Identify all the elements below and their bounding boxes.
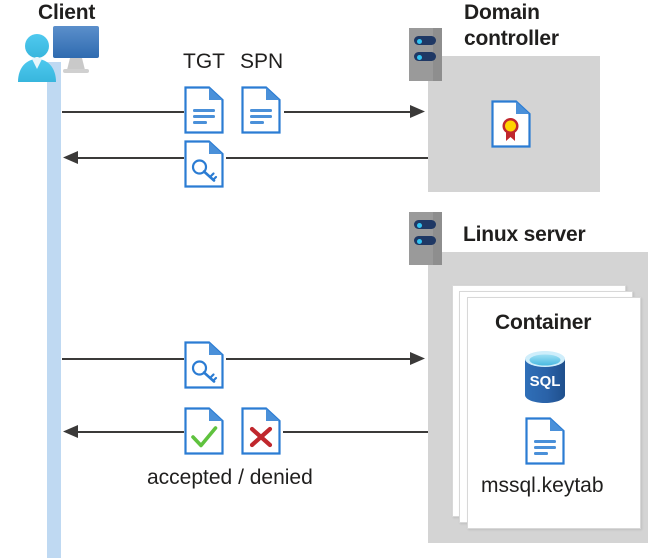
service-ticket-document-key-icon (184, 140, 224, 188)
tgt-label: TGT (183, 50, 225, 73)
msg-accepted-denied-line-right (283, 431, 428, 433)
keytab-document-lines-icon (525, 417, 565, 465)
container-card-front (467, 297, 641, 529)
certificate-document-icon (491, 100, 531, 148)
accepted-document-check-icon (184, 407, 224, 455)
accepted-denied-label: accepted / denied (147, 466, 313, 489)
msg-accepted-denied-line-left (76, 431, 184, 433)
sql-database-text: SQL (530, 373, 561, 390)
msg-ticket-presented-line-right (226, 358, 414, 360)
spn-label: SPN (240, 50, 284, 73)
linux-server-rack-icon (409, 212, 442, 265)
denied-document-cross-icon (241, 407, 281, 455)
msg-service-ticket-line-left (76, 157, 184, 159)
container-title: Container (495, 311, 592, 334)
linux-server-title: Linux server (463, 223, 586, 246)
domain-controller-server-rack-icon (409, 28, 442, 81)
msg-accepted-denied-arrowhead (62, 424, 78, 439)
client-monitor-user-icon (8, 24, 100, 84)
domain-controller-title-line1: Domain (464, 1, 540, 24)
sql-database-icon: SQL (521, 350, 569, 404)
presented-ticket-document-key-icon (184, 341, 224, 389)
msg-tgt-spn-arrowhead (410, 104, 426, 119)
spn-document-lines-icon (241, 86, 281, 134)
msg-ticket-presented-arrowhead (410, 351, 426, 366)
msg-service-ticket-line-right (226, 157, 428, 159)
keytab-filename-label: mssql.keytab (481, 474, 604, 497)
client-label: Client (38, 1, 96, 24)
msg-ticket-presented-line-left (62, 358, 184, 360)
msg-tgt-spn-line-left (62, 111, 184, 113)
domain-controller-title-line2: controller (464, 27, 559, 50)
client-lifeline (47, 62, 61, 558)
tgt-document-lines-icon (184, 86, 224, 134)
msg-service-ticket-arrowhead (62, 150, 78, 165)
msg-tgt-spn-line-right (284, 111, 414, 113)
